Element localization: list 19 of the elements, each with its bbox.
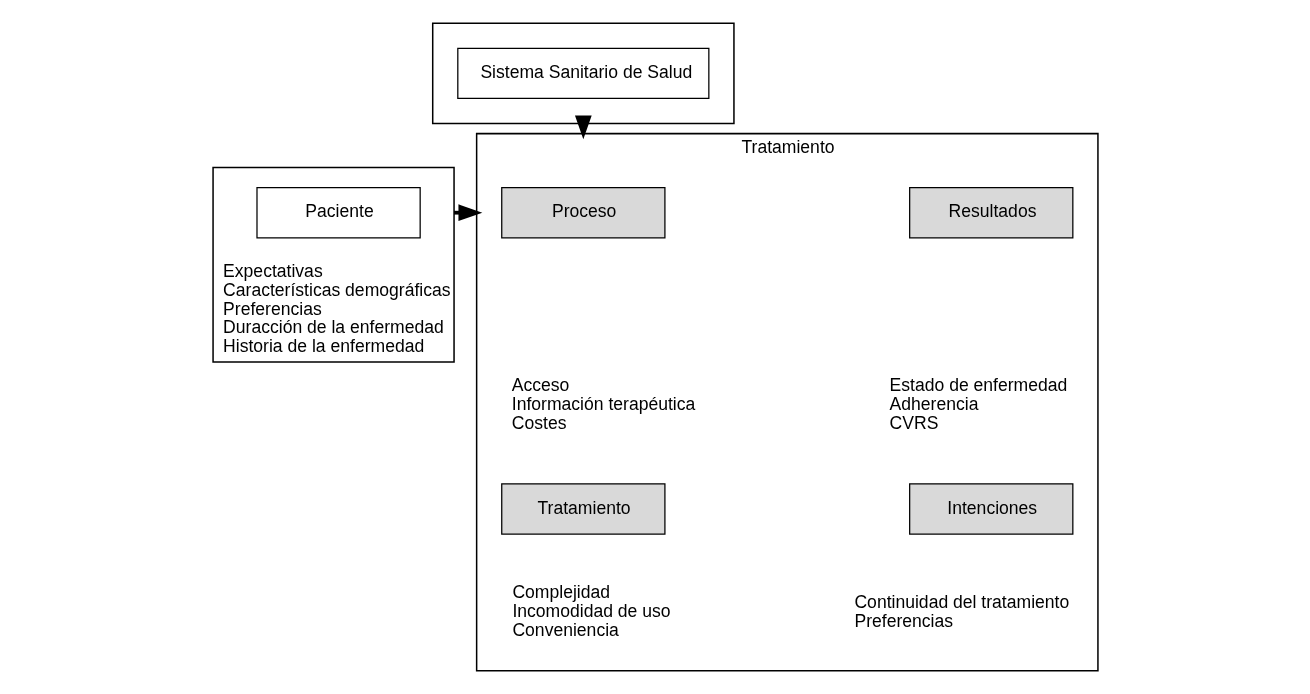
node-box: Sistema Sanitario de Salud <box>456 47 709 100</box>
node-label: Conveniencia <box>511 619 619 640</box>
node-label: Estado de enfermedad <box>889 375 1067 396</box>
node-label: Información terapéutica <box>511 394 695 415</box>
node-label: Adherencia <box>889 394 978 415</box>
node-label: Acceso <box>511 375 569 396</box>
node-box: Intenciones <box>908 483 1073 535</box>
node-label: Continuidad del tratamiento <box>853 591 1069 612</box>
node-label: Incomodidad de uso <box>511 601 671 622</box>
node-label: Costes <box>511 412 566 433</box>
node-label: Complejidad <box>511 582 610 603</box>
arrow <box>574 115 592 140</box>
node-label: Preferencias <box>853 610 953 631</box>
node-box: Paciente <box>255 186 421 239</box>
cluster <box>431 22 735 125</box>
node-box: Tratamiento <box>500 483 666 535</box>
node-box: Proceso <box>500 186 666 239</box>
node-label: CVRS <box>889 412 938 433</box>
node-box: Resultados <box>908 186 1073 239</box>
